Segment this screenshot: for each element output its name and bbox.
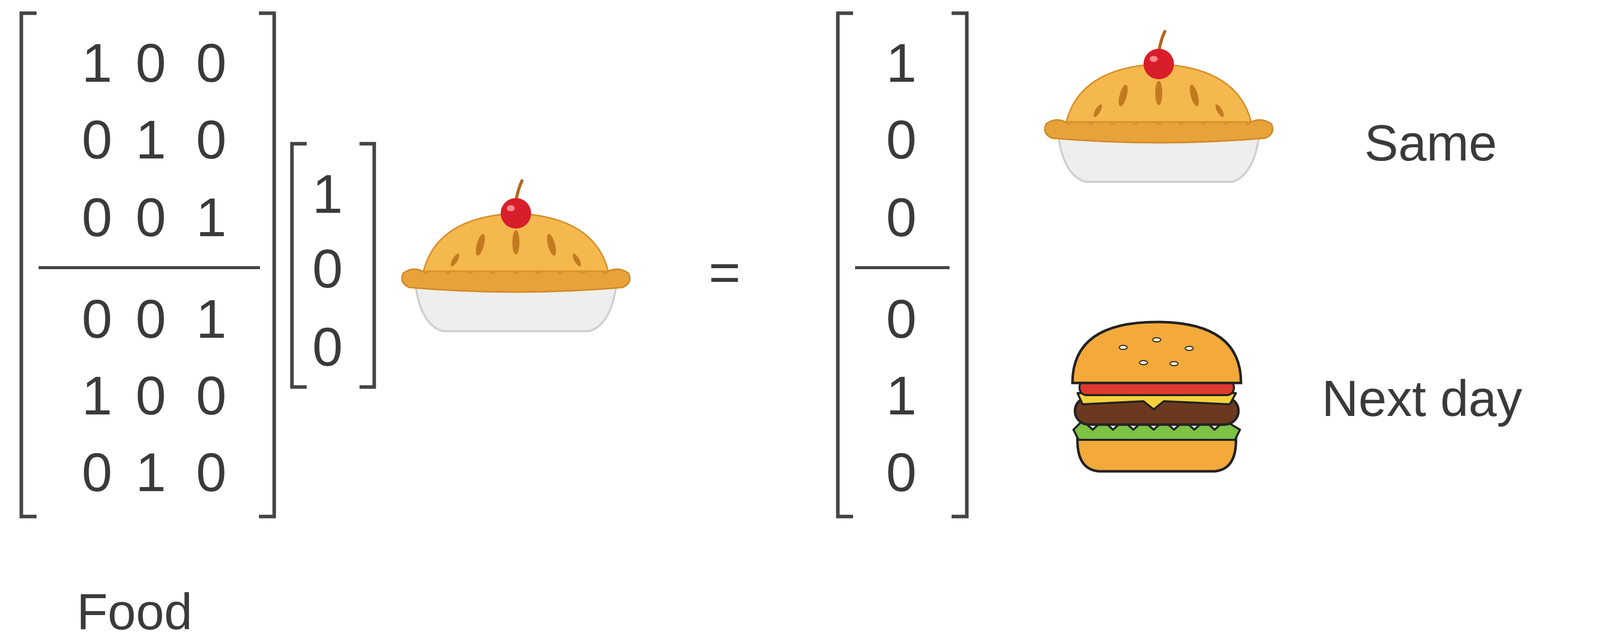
vector-entry: 1 [312,166,343,222]
matrix-entry: 1 [135,444,167,500]
matrix-entry: 0 [81,291,113,347]
matrix-entry: 1 [81,35,113,91]
matrix-entry: 1 [135,112,167,168]
matrix-entry: 0 [81,189,113,245]
matrix-name: Food [76,585,193,637]
result-entry: 1 [886,368,917,423]
matrix-bracket [21,13,967,517]
matrix-entry: 1 [196,291,227,347]
result-entry: 0 [886,444,917,500]
result-entry: 0 [886,291,917,347]
row-label: Same [1364,117,1497,169]
matrix-entry: 0 [81,444,113,500]
matrix-entry: 0 [135,368,167,423]
matrix-entry: 0 [135,291,167,347]
matrix-entry: 1 [196,189,227,245]
result-entry: 1 [886,35,917,91]
matrix-entry: 0 [135,189,167,245]
matrix-entry: 0 [196,112,227,168]
matrix-entry: 0 [196,35,227,91]
matrix-entry: 1 [81,368,113,423]
result-entry: 0 [886,189,917,245]
equals-sign: = [708,244,741,300]
row-label: Next day [1321,372,1523,424]
pie-icon [1045,31,1273,182]
matrix-entry: 0 [81,112,113,168]
matrix-entry: 0 [196,444,227,500]
pie-icon [402,180,631,332]
burger-icon [1072,321,1242,472]
result-entry: 0 [886,112,917,168]
matrix-entry: 0 [135,35,167,91]
matrix-entry: 0 [196,368,227,423]
vector-entry: 0 [312,319,343,375]
vector-entry: 0 [312,241,343,297]
